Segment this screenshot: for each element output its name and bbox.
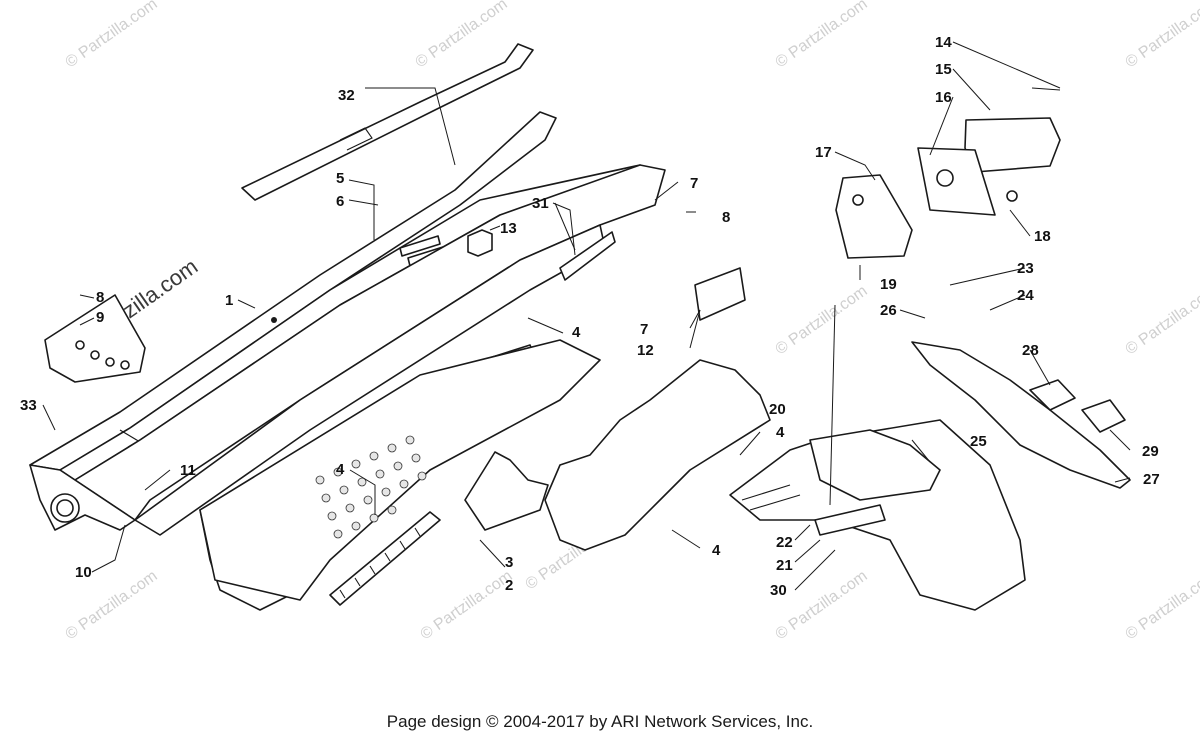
watermark: © Partzilla.com	[773, 283, 871, 359]
callout-17: 17	[815, 144, 832, 161]
callout-11: 11	[180, 462, 196, 479]
callout-3: 3	[505, 554, 513, 571]
callout-19: 19	[880, 276, 897, 293]
callout-4: 4	[776, 424, 785, 441]
callouts: 1 2 3 4 4 4 4 5 6 7 7 8 8 9 10 11 12 13 …	[20, 34, 1160, 599]
callout-28: 28	[1022, 342, 1039, 359]
callout-15: 15	[935, 61, 952, 78]
part-27-flap	[911, 341, 1131, 489]
part-13-block	[467, 229, 493, 257]
callout-14: 14	[935, 34, 952, 51]
taillight-assembly	[835, 87, 1061, 259]
watermark: © Partzilla.com	[773, 0, 871, 71]
callout-33: 33	[20, 397, 37, 414]
callout-31: 31	[532, 195, 549, 212]
callout-29: 29	[1142, 443, 1159, 460]
callout-13: 13	[500, 220, 517, 237]
watermark: © Partzilla.com	[1123, 568, 1200, 644]
callout-25: 25	[970, 433, 987, 450]
callout-23: 23	[1017, 260, 1034, 277]
callout-4: 4	[572, 324, 581, 341]
part-31-vent	[559, 231, 616, 281]
part-2-flap	[544, 359, 771, 551]
callout-5: 5	[336, 170, 344, 187]
callout-10: 10	[75, 564, 92, 581]
watermark: © Partzilla.com	[773, 568, 871, 644]
leader-lines	[42, 41, 1131, 591]
part-12-decal	[694, 267, 746, 321]
callout-8: 8	[722, 209, 730, 226]
callout-7: 7	[640, 321, 648, 338]
part-3-bracket	[464, 451, 549, 531]
part-32-strap	[241, 43, 534, 201]
callout-18: 18	[1034, 228, 1051, 245]
callout-6: 6	[336, 193, 344, 210]
watermark: © Partzilla.com	[413, 0, 511, 71]
callout-4: 4	[336, 461, 345, 478]
callout-20: 20	[769, 401, 786, 418]
callout-21: 21	[776, 557, 793, 574]
part-30-strip	[814, 504, 886, 536]
copyright-footer: Page design © 2004-2017 by ARI Network S…	[386, 712, 814, 731]
watermark: © Partzilla.com	[1123, 0, 1200, 71]
decals-28-29	[1029, 379, 1126, 433]
part-9-bracket	[44, 294, 146, 383]
callout-9: 9	[96, 309, 104, 326]
callout-2: 2	[505, 577, 513, 594]
callout-27: 27	[1143, 471, 1160, 488]
callout-4: 4	[712, 542, 721, 559]
callout-12: 12	[637, 342, 654, 359]
callout-26: 26	[880, 302, 897, 319]
callout-24: 24	[1017, 287, 1034, 304]
callout-30: 30	[770, 582, 787, 599]
traction-strip	[329, 511, 441, 606]
front-tunnel-end	[29, 464, 136, 531]
callout-7: 7	[690, 175, 698, 192]
watermark: © Partzilla.com	[63, 0, 161, 71]
callout-32: 32	[338, 87, 355, 104]
callout-1: 1	[225, 292, 233, 309]
callout-8: 8	[96, 289, 104, 306]
running-board	[199, 339, 601, 601]
callout-16: 16	[935, 89, 952, 106]
watermark: © Partzilla.com	[1123, 283, 1200, 359]
watermark: © Partzilla.com	[418, 568, 516, 644]
callout-22: 22	[776, 534, 793, 551]
